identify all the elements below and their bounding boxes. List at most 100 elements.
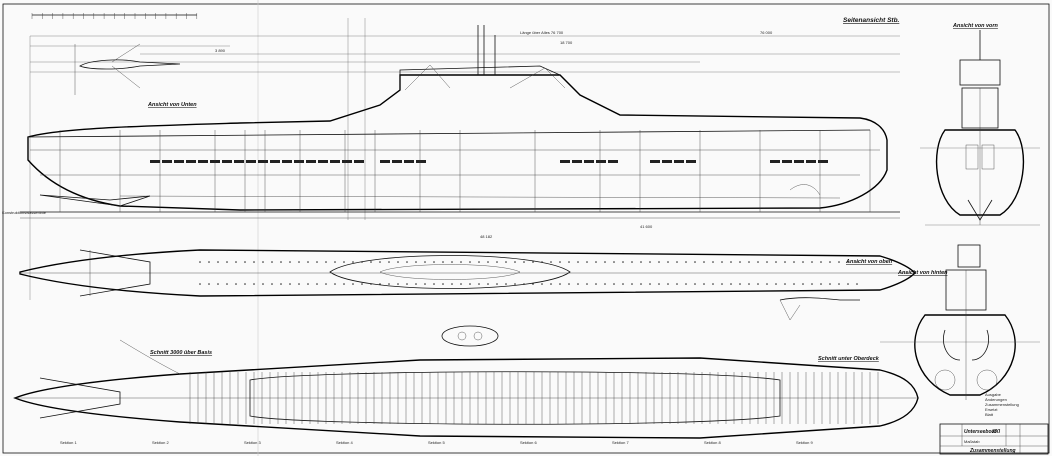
deck-rivet [631, 261, 633, 263]
front-view [920, 30, 1040, 226]
deck-rivet [523, 261, 525, 263]
deck-rivet [262, 261, 264, 263]
deck-rivet [496, 261, 498, 263]
deck-rivet [334, 283, 336, 285]
deck-rivet [199, 283, 201, 285]
deck-rivet [469, 283, 471, 285]
deck-rivet [649, 261, 651, 263]
scale-bar [31, 13, 198, 19]
deck-rivet [766, 283, 768, 285]
deck-rivet [442, 261, 444, 263]
deck-rivet [577, 283, 579, 285]
deck-rivet [667, 283, 669, 285]
hull-window [162, 160, 172, 163]
deck-rivet [424, 261, 426, 263]
deck-rivet [730, 261, 732, 263]
hull-window [596, 160, 606, 163]
deck-rivet [352, 283, 354, 285]
deck-rivet [307, 283, 309, 285]
deck-rivet [658, 283, 660, 285]
deck-rivet [631, 283, 633, 285]
legend-item: Blatt [985, 412, 994, 417]
deck-rivet [271, 261, 273, 263]
deck-rivet [361, 261, 363, 263]
deck-rivet [406, 283, 408, 285]
deck-rivet [271, 283, 273, 285]
deck-rivet [757, 261, 759, 263]
deck-rivet [289, 261, 291, 263]
title-block: Unterseeboot XXI Zusammenstellung Maßsta… [939, 423, 1049, 455]
deck-rivet [622, 261, 624, 263]
deck-rivet [244, 261, 246, 263]
hull-window [258, 160, 268, 163]
deck-rivet [253, 261, 255, 263]
deck-rivet [460, 261, 462, 263]
deck-rivet [217, 283, 219, 285]
deck-rivet [208, 283, 210, 285]
deck-rivet [370, 283, 372, 285]
label-front-view: Ansicht von vorn [952, 23, 999, 29]
section-view [13, 297, 919, 439]
deck-rivet [298, 283, 300, 285]
deck-rivet [388, 261, 390, 263]
deck-rivet [541, 261, 543, 263]
title-type-value: XXI [991, 429, 1001, 435]
deck-rivet [523, 283, 525, 285]
deck-rivet [856, 283, 858, 285]
deck-rivet [316, 261, 318, 263]
deck-rivet [451, 283, 453, 285]
deck-rivet [397, 283, 399, 285]
deck-rivet [343, 283, 345, 285]
dim-label-2: 18 700 [560, 40, 573, 45]
deck-rivet [586, 283, 588, 285]
deck-rivet [685, 261, 687, 263]
deck-rivet [694, 283, 696, 285]
deck-rivet [424, 283, 426, 285]
deck-rivet [289, 283, 291, 285]
hull-window [662, 160, 672, 163]
deck-rivet [820, 283, 822, 285]
deck-rivet [640, 261, 642, 263]
deck-rivet [703, 283, 705, 285]
hull-window [186, 160, 196, 163]
deck-rivet [703, 261, 705, 263]
deck-rivet [739, 261, 741, 263]
deck-rivet [676, 261, 678, 263]
deck-rivet [712, 261, 714, 263]
deck-rivet [469, 261, 471, 263]
deck-rivet [559, 283, 561, 285]
deck-rivet [208, 261, 210, 263]
deck-rivet [352, 261, 354, 263]
deck-rivet [478, 283, 480, 285]
deck-rivet [334, 261, 336, 263]
hull-window [380, 160, 390, 163]
deck-rivet [433, 283, 435, 285]
deck-rivet [442, 283, 444, 285]
deck-rivet [361, 283, 363, 285]
deck-rivet [604, 283, 606, 285]
section-label: Sektion 8 [704, 440, 721, 445]
deck-rivet [766, 261, 768, 263]
section-label: Sektion 6 [520, 440, 537, 445]
deck-rivet [640, 283, 642, 285]
deck-rivet [496, 283, 498, 285]
legend-item: Änderungen [985, 397, 1007, 402]
deck-rivet [514, 261, 516, 263]
deck-rivet [829, 283, 831, 285]
deck-rivet [298, 261, 300, 263]
section-label: Sektion 3 [244, 440, 261, 445]
deck-rivet [415, 261, 417, 263]
deck-rivet [307, 261, 309, 263]
hull-window [782, 160, 792, 163]
deck-rivet [343, 261, 345, 263]
deck-rivet [577, 261, 579, 263]
deck-rivet [532, 261, 534, 263]
title-scale-label: Maßstab [964, 439, 980, 444]
section-label: Sektion 5 [428, 440, 445, 445]
hull-window [674, 160, 684, 163]
deck-rivet [658, 261, 660, 263]
deck-rivet [775, 283, 777, 285]
deck-rivet [487, 261, 489, 263]
deck-rivet [748, 261, 750, 263]
